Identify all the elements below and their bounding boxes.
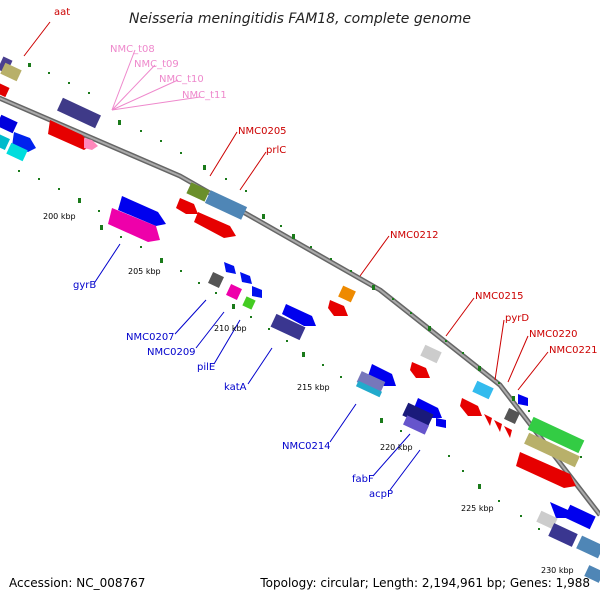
tick-label: 205 kbp (128, 267, 161, 276)
gene-feature[interactable] (186, 182, 210, 202)
gene-feature[interactable] (226, 284, 242, 300)
gene-feature[interactable] (270, 313, 306, 341)
gene-feature[interactable] (518, 394, 528, 406)
gene-feature[interactable] (436, 418, 446, 428)
gene-label-prlc[interactable]: prlC (266, 145, 286, 156)
feature-tracks (0, 56, 600, 583)
gene-feature[interactable] (504, 426, 512, 438)
gene-feature[interactable] (224, 262, 236, 274)
trna-label-nmc-t10[interactable]: NMC_t10 (159, 74, 204, 85)
gene-feature[interactable] (84, 138, 98, 150)
tick-dots-inner (18, 170, 540, 530)
topology-text: Topology: circular; Length: 2,194,961 bp… (259, 576, 590, 590)
gene-label-nmc0205[interactable]: NMC0205 (238, 126, 287, 137)
gene-labels: aat NMC_t08 NMC_t09 NMC_t10 NMC_t11 NMC0… (54, 7, 598, 500)
gene-feature[interactable] (0, 62, 22, 82)
gene-feature[interactable] (57, 97, 101, 129)
trna-label-nmc-t08[interactable]: NMC_t08 (110, 44, 155, 55)
gene-feature[interactable] (240, 272, 252, 284)
gene-feature[interactable] (176, 198, 198, 214)
gene-feature[interactable] (403, 415, 429, 435)
gene-feature[interactable] (0, 134, 10, 150)
gene-label-nmc0214[interactable]: NMC0214 (282, 441, 331, 452)
gene-feature[interactable] (564, 504, 596, 530)
gene-feature[interactable] (204, 190, 248, 220)
gene-feature[interactable] (194, 212, 236, 238)
gene-feature[interactable] (0, 82, 10, 98)
gene-feature[interactable] (484, 414, 492, 426)
gene-label-nmc0209[interactable]: NMC0209 (147, 347, 196, 358)
gene-feature[interactable] (536, 510, 558, 530)
gene-label-nmc0215[interactable]: NMC0215 (475, 291, 524, 302)
gene-label-nmc0212[interactable]: NMC0212 (390, 230, 439, 241)
gene-feature[interactable] (242, 296, 256, 310)
gene-feature[interactable] (494, 420, 502, 432)
gene-label-gyrb[interactable]: gyrB (73, 280, 96, 291)
gene-feature[interactable] (584, 565, 600, 583)
tick-dots-outer (28, 63, 582, 458)
tick-label: 230 kbp (541, 566, 574, 575)
map-title: Neisseria meningitidis FAM18, complete g… (129, 11, 471, 27)
gene-label-nmc0220[interactable]: NMC0220 (529, 329, 578, 340)
gene-feature[interactable] (460, 398, 482, 416)
gene-feature[interactable] (576, 535, 600, 559)
gene-feature[interactable] (328, 300, 348, 316)
gene-label-pile[interactable]: pilE (197, 362, 215, 373)
gene-label-acpp[interactable]: acpP (369, 489, 393, 500)
gene-feature[interactable] (504, 408, 520, 424)
accession-text: Accession: NC_008767 (9, 576, 145, 590)
gene-feature[interactable] (356, 371, 386, 393)
gene-feature[interactable] (118, 196, 166, 226)
gene-label-fabf[interactable]: fabF (352, 474, 374, 485)
gene-feature[interactable] (420, 344, 442, 364)
gene-feature[interactable] (355, 380, 383, 398)
gene-label-nmc0221[interactable]: NMC0221 (549, 345, 598, 356)
gene-feature[interactable] (550, 502, 570, 518)
gene-feature[interactable] (252, 286, 262, 298)
gene-label-pyrd[interactable]: pyrD (505, 313, 529, 324)
gene-feature[interactable] (472, 380, 494, 400)
tick-label: 225 kbp (461, 504, 494, 513)
gene-label-aat[interactable]: aat (54, 7, 70, 18)
gene-feature[interactable] (6, 142, 28, 162)
gene-feature[interactable] (516, 452, 576, 488)
gene-label-nmc0207[interactable]: NMC0207 (126, 332, 175, 343)
gene-feature[interactable] (402, 402, 434, 428)
gene-feature[interactable] (410, 362, 430, 378)
gene-feature[interactable] (282, 304, 316, 326)
gene-feature[interactable] (108, 208, 160, 242)
tick-label: 210 kbp (214, 324, 247, 333)
gene-feature[interactable] (0, 114, 18, 134)
tick-labels: 200 kbp 205 kbp 210 kbp 215 kbp 220 kbp … (43, 212, 574, 575)
tick-label: 220 kbp (380, 443, 413, 452)
gene-feature[interactable] (548, 523, 578, 547)
gene-feature[interactable] (524, 432, 580, 468)
trna-label-nmc-t09[interactable]: NMC_t09 (134, 59, 179, 70)
gene-feature[interactable] (338, 285, 356, 303)
leader-lines (23, 21, 549, 491)
gene-feature[interactable] (527, 416, 585, 454)
gene-feature[interactable] (208, 272, 224, 288)
tick-label: 215 kbp (297, 383, 330, 392)
gene-feature[interactable] (368, 364, 396, 386)
gene-label-kata[interactable]: katA (224, 382, 247, 393)
gene-feature[interactable] (48, 120, 92, 150)
tick-label: 200 kbp (43, 212, 76, 221)
trna-label-nmc-t11[interactable]: NMC_t11 (182, 90, 227, 101)
